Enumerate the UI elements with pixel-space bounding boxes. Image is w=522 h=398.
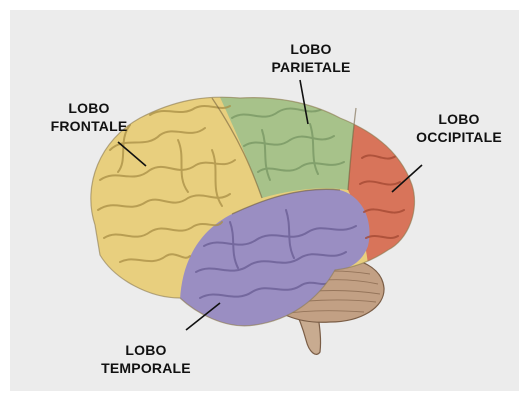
label-lobo-temporale: LOBO TEMPORALE — [94, 341, 198, 377]
frontal-label-line1: LOBO — [44, 99, 134, 117]
frontal-label-line2: FRONTALE — [44, 117, 134, 135]
label-lobo-parietale: LOBO PARIETALE — [263, 40, 359, 76]
parietal-label-line2: PARIETALE — [263, 58, 359, 76]
occipital-label-line1: LOBO — [407, 110, 511, 128]
temporal-label-line1: LOBO — [94, 341, 198, 359]
parietal-label-line1: LOBO — [263, 40, 359, 58]
occipital-label-line2: OCCIPITALE — [407, 128, 511, 146]
label-lobo-frontale: LOBO FRONTALE — [44, 99, 134, 135]
label-lobo-occipitale: LOBO OCCIPITALE — [407, 110, 511, 146]
temporal-label-line2: TEMPORALE — [94, 359, 198, 377]
